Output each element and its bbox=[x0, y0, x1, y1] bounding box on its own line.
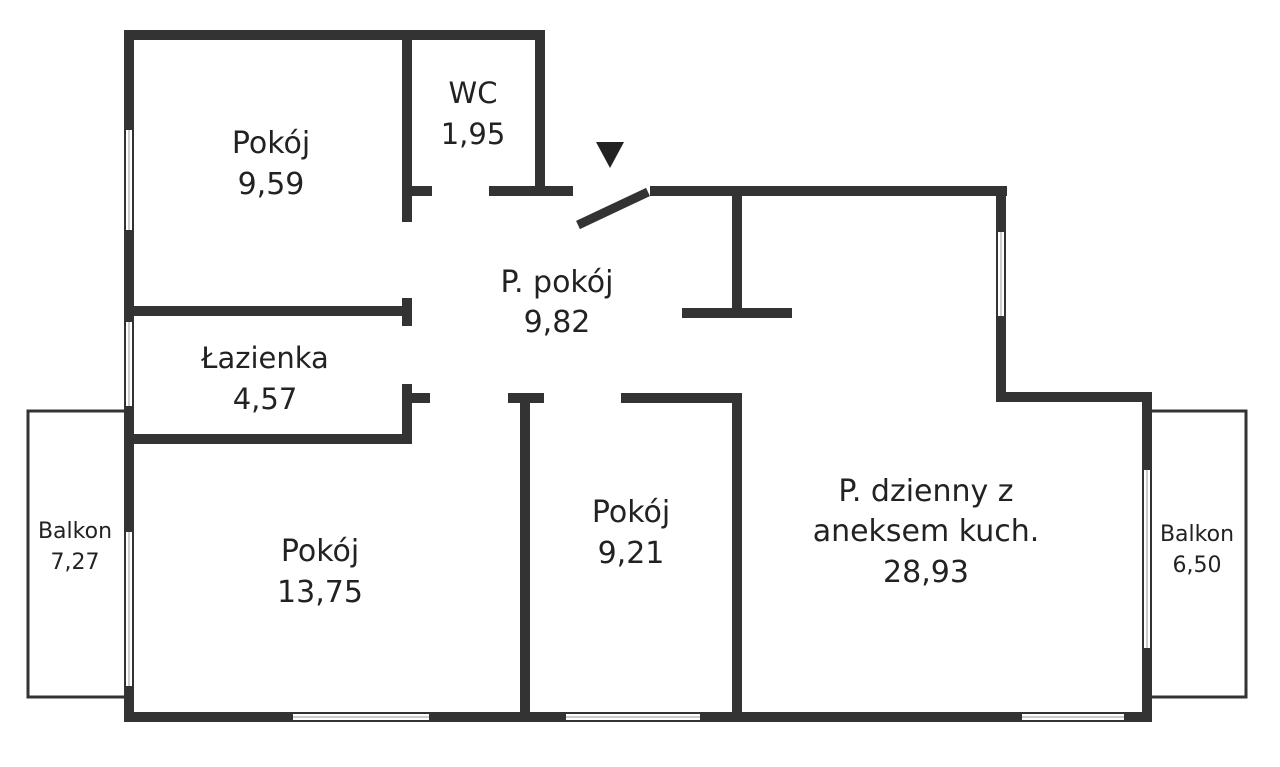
room-area: 1,95 bbox=[441, 117, 506, 151]
room-area: 6,50 bbox=[1173, 553, 1222, 578]
windows bbox=[126, 130, 1150, 720]
wall-bathroom-east bbox=[402, 384, 412, 444]
room-label-pokoj-nw: Pokój 9,59 bbox=[232, 126, 310, 202]
window-bottom-2 bbox=[566, 714, 700, 720]
entrance-arrow-icon bbox=[596, 142, 624, 168]
room-area: 7,27 bbox=[51, 550, 100, 575]
room-name: WC bbox=[449, 76, 498, 110]
room-label-przedpokoj: P. pokój 9,82 bbox=[501, 265, 614, 340]
wall-bathroom-top bbox=[124, 306, 412, 316]
room-name: Pokój bbox=[232, 126, 310, 161]
wall-kitchen-stub bbox=[682, 308, 792, 318]
room-name: Pokój bbox=[281, 534, 359, 569]
wall-wc-east bbox=[535, 30, 545, 188]
wall-room-west bbox=[520, 393, 530, 722]
room-name-line2: aneksem kuch. bbox=[813, 514, 1040, 549]
room-area: 28,93 bbox=[883, 555, 969, 590]
window-bottom-3 bbox=[1022, 714, 1124, 720]
room-area: 4,57 bbox=[233, 382, 298, 416]
balcony-east bbox=[1146, 409, 1248, 699]
room-name: Balkon bbox=[1160, 522, 1234, 547]
wall-room-top bbox=[621, 393, 742, 403]
wall-living-step bbox=[996, 392, 1152, 402]
window-bottom-1 bbox=[293, 714, 429, 720]
entrance-door bbox=[576, 187, 650, 230]
balcony-west bbox=[26, 409, 131, 699]
room-area: 9,82 bbox=[524, 305, 591, 340]
room-label-dzienny: P. dzienny z aneksem kuch. 28,93 bbox=[813, 474, 1040, 590]
room-name: Pokój bbox=[592, 495, 670, 530]
window-pokoj-nw bbox=[126, 130, 132, 230]
room-label-lazienka: Łazienka 4,57 bbox=[200, 341, 329, 416]
room-area: 9,59 bbox=[238, 167, 305, 202]
wall-stub-bathroom-door bbox=[402, 393, 430, 403]
window-living-upper bbox=[998, 232, 1004, 316]
room-name: Balkon bbox=[38, 519, 112, 544]
room-label-wc: WC 1,95 bbox=[441, 76, 506, 151]
wall-top-right bbox=[650, 186, 1007, 196]
wall-kitchen-partition bbox=[732, 186, 742, 312]
wall-stub-bathroom-top bbox=[402, 298, 412, 326]
wall-wc-west bbox=[402, 30, 412, 222]
room-label-pokoj-s: Pokój 9,21 bbox=[592, 495, 670, 571]
room-area: 13,75 bbox=[277, 575, 363, 610]
wall-wc-bottom bbox=[489, 186, 573, 196]
window-living-east bbox=[1144, 470, 1150, 648]
window-lazienka bbox=[126, 322, 132, 406]
room-label-pokoj-sw: Pokój 13,75 bbox=[277, 534, 363, 610]
window-pokoj-sw bbox=[126, 532, 132, 686]
room-label-balkon-e: Balkon 6,50 bbox=[1160, 522, 1234, 578]
wall-bathroom-bottom bbox=[124, 434, 412, 444]
room-name: Łazienka bbox=[200, 341, 329, 375]
wall-stub-wc-left bbox=[402, 186, 432, 196]
room-label-balkon-w: Balkon 7,27 bbox=[38, 519, 112, 575]
room-area: 9,21 bbox=[598, 536, 665, 571]
interior-walls bbox=[124, 30, 792, 722]
wall-top-left bbox=[124, 30, 545, 40]
wall-room-east bbox=[732, 393, 742, 722]
room-name: P. pokój bbox=[501, 265, 614, 300]
room-name-line1: P. dzienny z bbox=[838, 474, 1013, 509]
